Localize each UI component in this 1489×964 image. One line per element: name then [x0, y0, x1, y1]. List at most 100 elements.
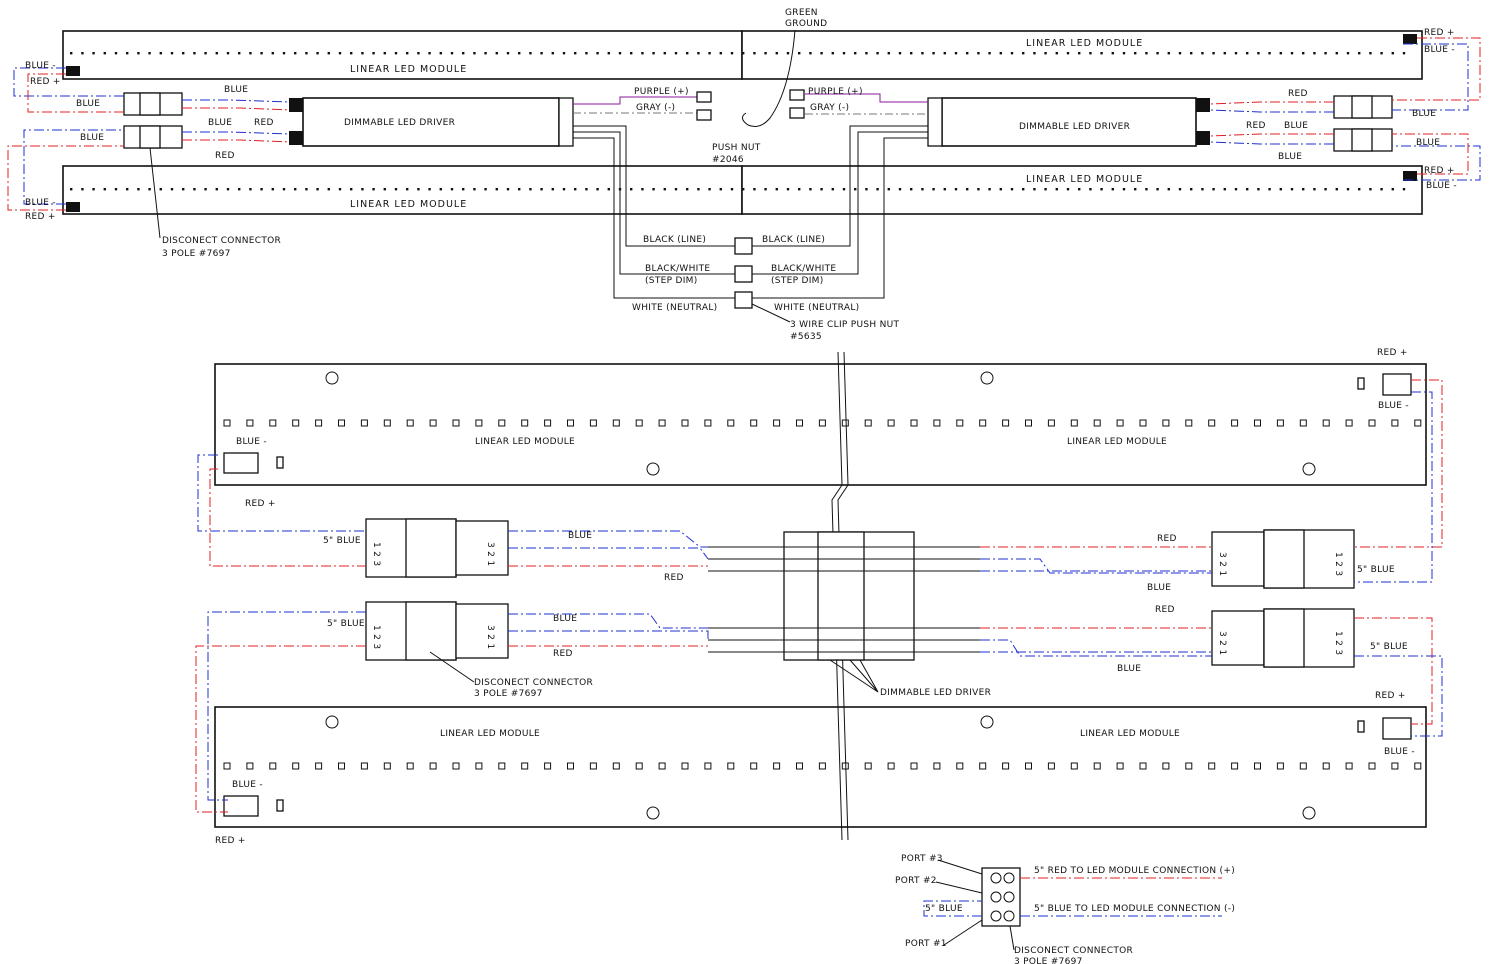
led-dot — [439, 188, 442, 191]
led-dot — [429, 419, 437, 427]
driver-label: DIMMABLE LED DRIVER — [880, 688, 991, 698]
led-dot — [1212, 188, 1215, 191]
led-dot — [988, 52, 991, 55]
white-neutral-label: WHITE (NEUTRAL) — [774, 303, 859, 313]
led-dot — [1116, 419, 1124, 427]
red-label: RED — [553, 649, 573, 659]
led-dot — [764, 188, 767, 191]
pin-label: 3 2 1 — [1217, 552, 1227, 576]
led-dot — [999, 52, 1002, 55]
led-dot — [854, 188, 857, 191]
led-dot — [1346, 52, 1350, 55]
led-dot — [686, 52, 689, 55]
driver-label: DIMMABLE LED DRIVER — [344, 118, 455, 128]
led-dot — [1223, 188, 1226, 191]
blue-minus-label: BLUE - — [25, 198, 56, 208]
led-dot — [966, 52, 969, 55]
led-dot — [798, 188, 801, 191]
led-dot — [979, 762, 987, 770]
led-dot — [429, 762, 437, 770]
led-dot — [630, 52, 633, 55]
led-dot — [831, 52, 834, 55]
led-dot — [551, 52, 554, 55]
led-dot — [1066, 188, 1070, 191]
led-dot — [719, 52, 722, 55]
led-dot — [876, 188, 879, 191]
led-dot — [1302, 188, 1305, 191]
red-label: RED — [1288, 89, 1308, 99]
led-dot — [518, 52, 521, 55]
five-blue-label: 5" BLUE — [327, 619, 365, 629]
led-dot — [292, 419, 300, 427]
led-dot — [796, 419, 803, 427]
led-dot — [933, 762, 941, 770]
led-dot — [865, 52, 868, 55]
blue-label: BLUE — [1117, 664, 1141, 674]
led-dot — [428, 188, 431, 191]
blue-minus-label: BLUE - — [236, 437, 267, 447]
black-white-label: BLACK/WHITE — [771, 264, 836, 274]
led-dot — [498, 419, 506, 427]
led-dot — [246, 762, 254, 770]
led-dot — [92, 52, 95, 55]
led-dot — [1246, 52, 1249, 55]
led-dot — [544, 419, 552, 427]
led-dot — [305, 188, 308, 191]
led-dot — [294, 52, 297, 55]
led-dot — [933, 419, 941, 427]
led-dot — [1322, 419, 1330, 427]
red-label: RED — [1246, 121, 1266, 131]
led-dot — [887, 188, 890, 191]
left-connectors — [66, 66, 183, 212]
pin-label: 3 2 1 — [1217, 631, 1227, 655]
led-dot — [921, 188, 924, 191]
led-dot — [215, 52, 218, 55]
clip-push-nut-number: #5635 — [790, 332, 822, 342]
led-dot — [635, 419, 643, 427]
led-dot — [730, 188, 734, 191]
led-dot — [1322, 762, 1330, 770]
led-dot — [450, 188, 454, 191]
led-dot — [932, 52, 935, 55]
purple-label: PURPLE (+) — [634, 87, 689, 97]
led-dot — [607, 188, 610, 191]
led-dot — [1025, 419, 1032, 427]
red-plus-label: RED + — [215, 836, 246, 846]
red-plus-label: RED + — [1375, 691, 1406, 701]
led-dot — [495, 52, 498, 55]
led-dot — [831, 188, 834, 191]
led-dot — [1055, 52, 1058, 55]
led-dot — [630, 188, 633, 191]
led-dot — [223, 762, 231, 770]
led-dot — [932, 188, 935, 191]
led-dot — [1257, 52, 1260, 55]
led-dot — [1391, 52, 1394, 55]
gray-label: GRAY (-) — [810, 103, 849, 113]
led-dot — [170, 188, 174, 191]
led-dot — [876, 52, 879, 55]
led-dot — [159, 188, 162, 191]
led-dot — [887, 762, 895, 770]
led-dot — [1254, 762, 1261, 770]
led-dot — [1055, 188, 1058, 191]
five-blue-label: 5" BLUE — [323, 536, 361, 546]
led-dot — [585, 52, 588, 55]
led-dot — [294, 188, 297, 191]
led-dot — [1010, 52, 1014, 55]
led-dot — [1134, 188, 1137, 191]
push-nut-label: PUSH NUT — [712, 143, 761, 153]
led-dot — [977, 52, 980, 55]
led-dot — [249, 188, 252, 191]
led-dot — [956, 419, 964, 427]
module-label: LINEAR LED MODULE — [1026, 38, 1143, 49]
led-dot — [658, 419, 666, 427]
led-dot — [114, 188, 118, 191]
led-dot — [681, 419, 689, 427]
led-dot — [887, 419, 895, 427]
led-dot — [473, 52, 476, 55]
led-dot — [315, 419, 323, 427]
push-nut-number: #2046 — [712, 155, 744, 165]
led-dot — [1345, 419, 1353, 427]
led-dot — [81, 52, 84, 55]
led-dot — [540, 52, 543, 55]
